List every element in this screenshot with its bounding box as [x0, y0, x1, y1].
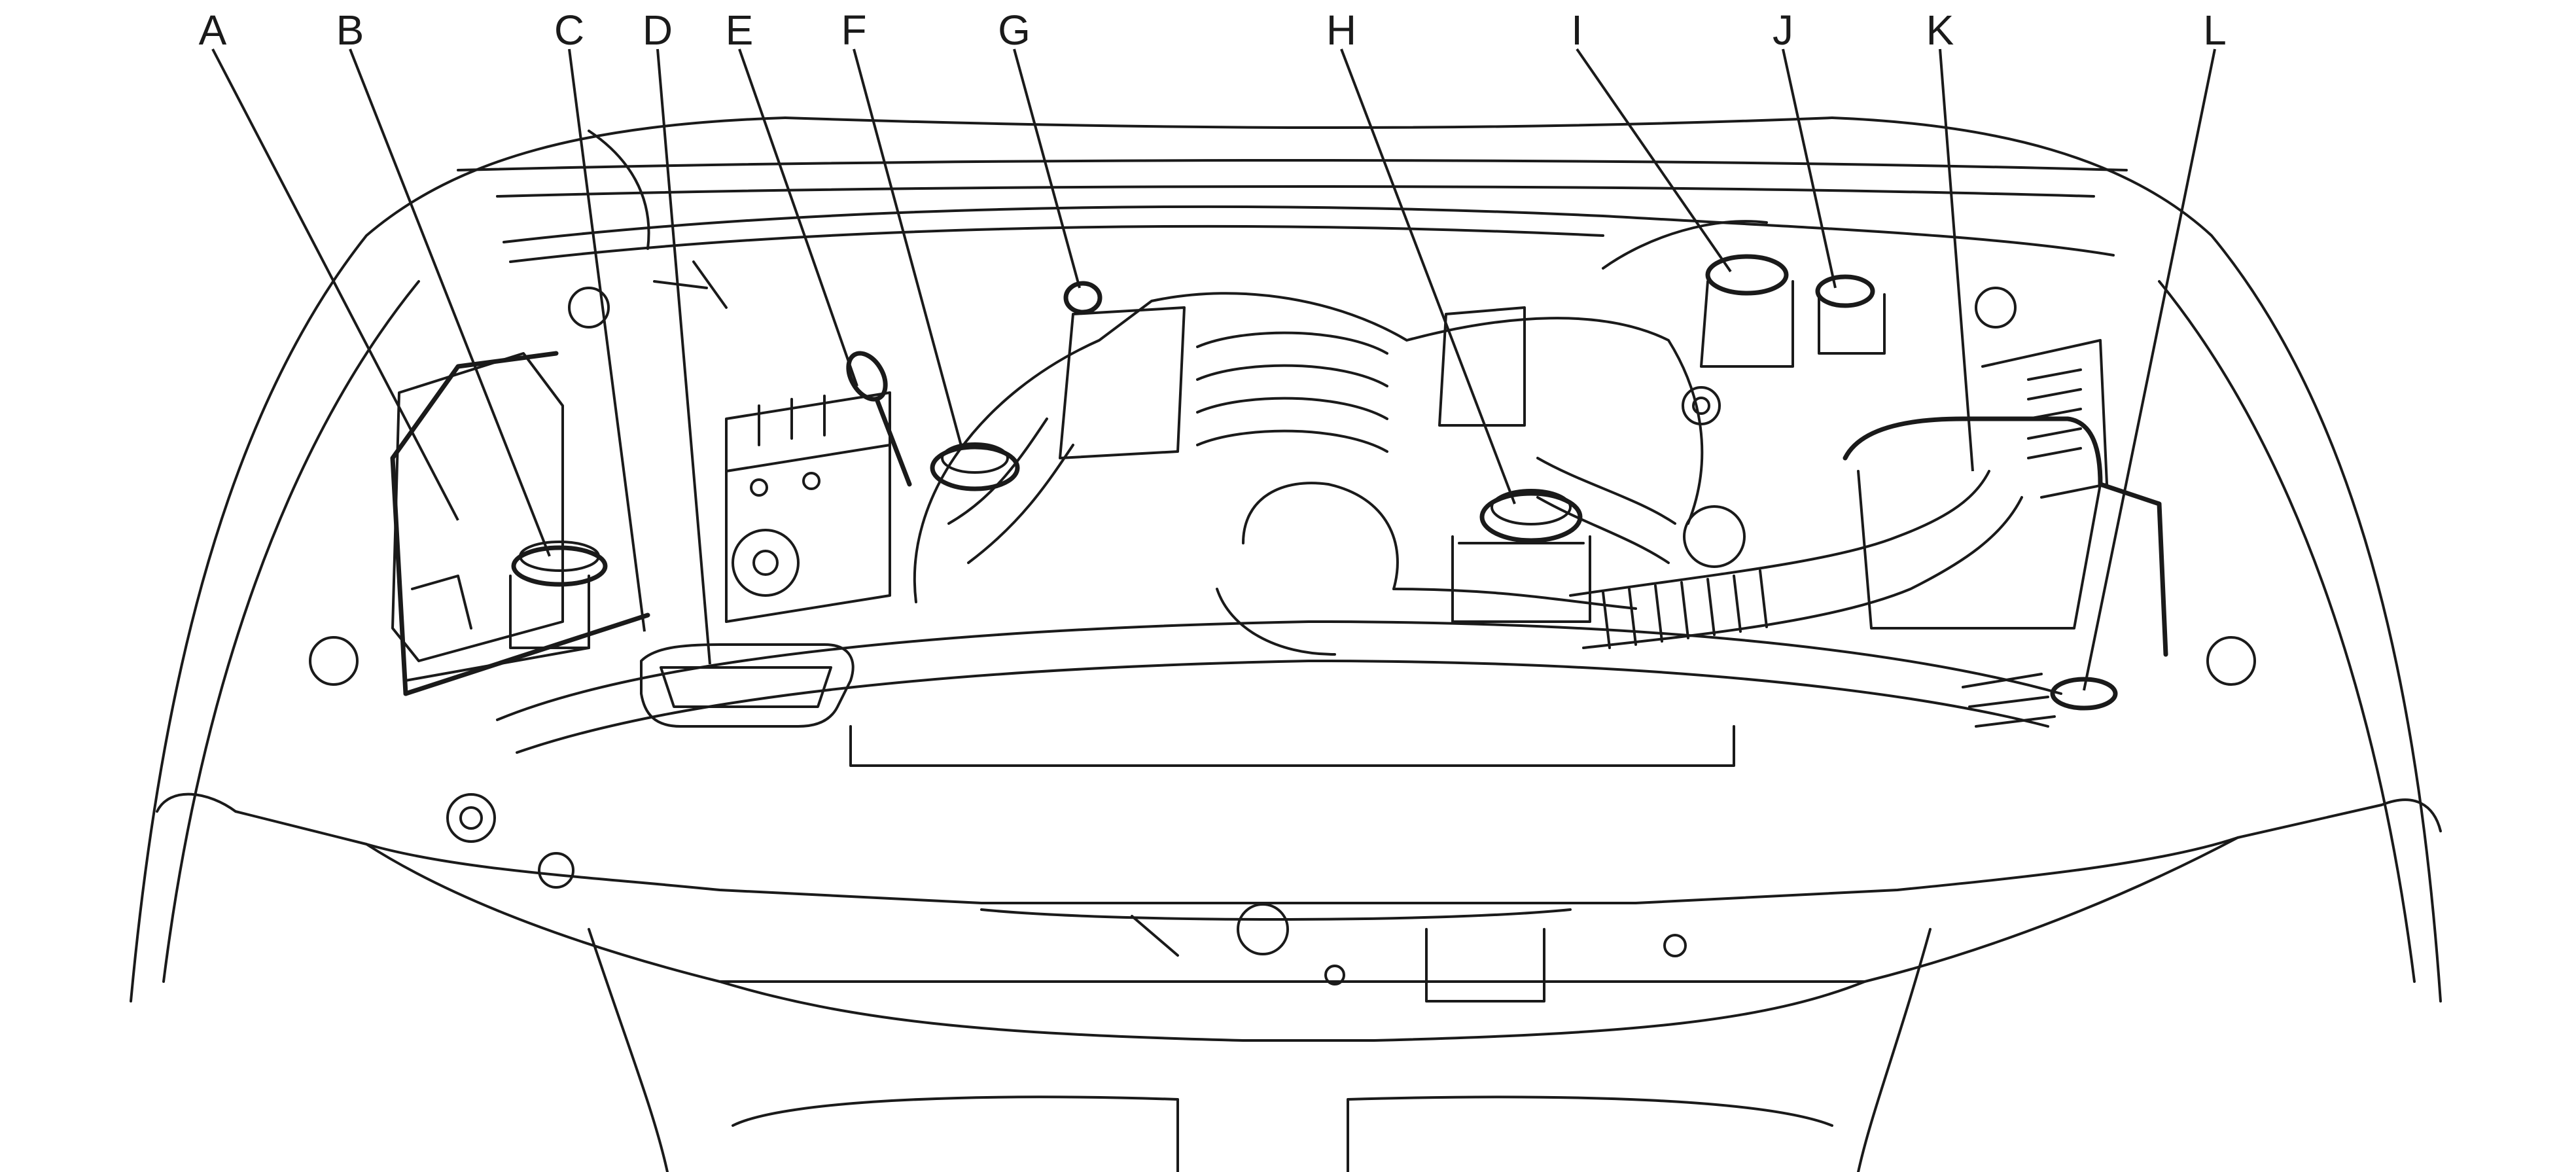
callout-label-E: E: [726, 7, 754, 54]
leader-C: [568, 48, 646, 632]
leader-D: [656, 48, 711, 665]
callout-label-G: G: [998, 7, 1031, 54]
leader-J: [1782, 48, 1837, 289]
leader-K: [1939, 48, 1974, 472]
engine-bay-illustration: [130, 116, 2442, 1172]
callout-label-C: C: [554, 7, 584, 54]
leader-E: [738, 48, 858, 387]
callout-label-K: K: [1926, 7, 1954, 54]
leader-I: [1576, 48, 1732, 273]
leader-H: [1340, 48, 1516, 505]
callout-label-L: L: [2203, 7, 2227, 54]
leader-B: [349, 48, 551, 557]
callout-leaders: [211, 48, 2216, 691]
callout-label-B: B: [336, 7, 364, 54]
callout-label-A: A: [199, 7, 227, 54]
leader-L: [2083, 48, 2216, 691]
leader-F: [853, 48, 963, 449]
callout-label-D: D: [643, 7, 673, 54]
callout-label-J: J: [1773, 7, 1793, 54]
callout-label-H: H: [1326, 7, 1356, 54]
callout-label-I: I: [1571, 7, 1583, 54]
callout-label-F: F: [841, 7, 866, 54]
leader-G: [1013, 48, 1081, 289]
callout-labels: A B C D E F G H I J K L: [199, 7, 2227, 54]
leader-A: [211, 48, 459, 521]
